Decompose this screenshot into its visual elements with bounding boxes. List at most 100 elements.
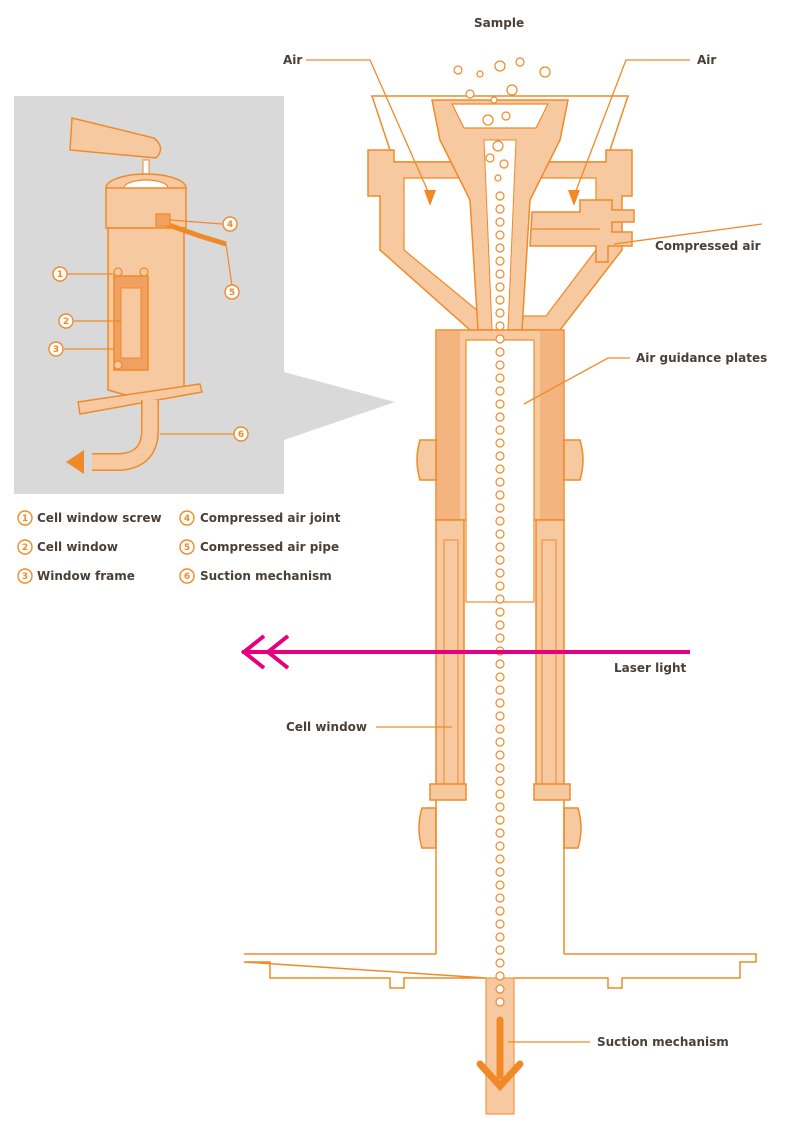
label-cell-window: Cell window bbox=[286, 720, 367, 734]
lower-body-outline bbox=[435, 800, 565, 954]
leader-air-guidance-plates bbox=[523, 357, 630, 405]
particle bbox=[495, 581, 505, 591]
inset-air-pipe bbox=[159, 219, 227, 247]
arrow-air-right bbox=[568, 190, 580, 206]
particle bbox=[495, 542, 505, 552]
particle bbox=[495, 763, 505, 773]
cell-window-screw-right bbox=[139, 267, 149, 277]
leader-compressed-air bbox=[613, 223, 763, 245]
particle bbox=[494, 60, 506, 72]
callout-number-6: 6 bbox=[238, 430, 244, 440]
compressed-air-fitting bbox=[529, 199, 635, 263]
inset-panel: 1 2 3 4 5 6 bbox=[14, 96, 395, 494]
particle bbox=[495, 451, 505, 461]
particle bbox=[495, 802, 505, 812]
particle bbox=[495, 464, 505, 474]
particle bbox=[495, 815, 505, 825]
particle bbox=[492, 140, 504, 152]
cell-window-left-pane bbox=[443, 539, 459, 785]
particle bbox=[453, 65, 463, 75]
particle bbox=[495, 399, 505, 409]
callout-number-3: 3 bbox=[53, 345, 59, 355]
side-knob-upper-left bbox=[416, 439, 437, 481]
particle bbox=[494, 174, 502, 182]
particle bbox=[495, 828, 505, 838]
callout-line-4 bbox=[169, 219, 223, 225]
label-air-left: Air bbox=[283, 53, 302, 67]
particle bbox=[495, 945, 505, 955]
leader-air-right bbox=[573, 59, 690, 197]
label-compressed-air: Compressed air bbox=[655, 239, 761, 253]
side-knob-lower-right bbox=[563, 807, 582, 849]
particle bbox=[495, 724, 505, 734]
legend-number-2: 2 bbox=[22, 543, 28, 553]
particle bbox=[495, 412, 505, 422]
side-knob-upper-right bbox=[563, 439, 584, 481]
label-sample: Sample bbox=[474, 16, 524, 30]
callout-number-2: 2 bbox=[63, 317, 69, 327]
particle bbox=[495, 282, 505, 292]
particle bbox=[465, 89, 475, 99]
base-plate bbox=[243, 953, 757, 989]
particle bbox=[495, 789, 505, 799]
particle bbox=[490, 96, 498, 104]
particle bbox=[495, 490, 505, 500]
cell-window-glass bbox=[120, 287, 142, 359]
middle-column-shading-right bbox=[540, 330, 564, 520]
cell-window-right-pane bbox=[541, 539, 557, 785]
particle bbox=[495, 672, 505, 682]
particle bbox=[539, 66, 551, 78]
particle bbox=[495, 256, 505, 266]
legend-circle-6 bbox=[179, 568, 195, 584]
particle bbox=[495, 776, 505, 786]
pipette bbox=[69, 117, 162, 159]
particle bbox=[495, 607, 505, 617]
legend-text-1: Cell window screw bbox=[37, 511, 162, 525]
particle bbox=[501, 111, 511, 121]
inset-suction-arrow bbox=[66, 450, 84, 474]
legend-circle-4 bbox=[179, 510, 195, 526]
legend-item-4: 4 Compressed air joint bbox=[179, 510, 341, 526]
particle bbox=[499, 159, 509, 169]
cell-neck bbox=[105, 187, 187, 229]
laser-arrowhead-1 bbox=[240, 634, 266, 670]
particle bbox=[495, 841, 505, 851]
particle bbox=[495, 893, 505, 903]
legend-text-4: Compressed air joint bbox=[200, 511, 341, 525]
cell-base-plate bbox=[77, 383, 203, 415]
particle bbox=[495, 906, 505, 916]
callout-number-1: 1 bbox=[57, 270, 63, 280]
suction-arrow bbox=[476, 1016, 524, 1092]
particle bbox=[495, 373, 505, 383]
particle bbox=[495, 854, 505, 864]
particle bbox=[495, 594, 505, 604]
particle bbox=[495, 360, 505, 370]
legend-text-2: Cell window bbox=[37, 540, 118, 554]
label-air-right: Air bbox=[697, 53, 716, 67]
label-laser-light: Laser light bbox=[614, 661, 686, 675]
callout-circle-1 bbox=[52, 266, 68, 282]
particle bbox=[495, 321, 505, 331]
particle bbox=[495, 243, 505, 253]
particle bbox=[495, 516, 505, 526]
particle bbox=[495, 438, 505, 448]
particle bbox=[495, 503, 505, 513]
inset-air-joint bbox=[155, 213, 171, 227]
leader-air-left bbox=[306, 59, 431, 197]
legend-number-5: 5 bbox=[184, 543, 190, 553]
callout-circle-2 bbox=[58, 313, 74, 329]
middle-column-shading-left bbox=[436, 330, 460, 520]
particle bbox=[495, 334, 505, 344]
particle bbox=[495, 984, 505, 994]
legend: 1 Cell window screw 2 Cell window 3 Wind… bbox=[17, 510, 341, 584]
particle bbox=[495, 191, 505, 201]
particle bbox=[506, 84, 518, 96]
particle bbox=[495, 620, 505, 630]
legend-item-3: 3 Window frame bbox=[17, 568, 135, 584]
legend-number-1: 1 bbox=[22, 514, 28, 524]
particle bbox=[495, 555, 505, 565]
legend-item-6: 6 Suction mechanism bbox=[179, 568, 332, 584]
callout-number-4: 4 bbox=[227, 220, 233, 230]
legend-number-4: 4 bbox=[184, 514, 190, 524]
